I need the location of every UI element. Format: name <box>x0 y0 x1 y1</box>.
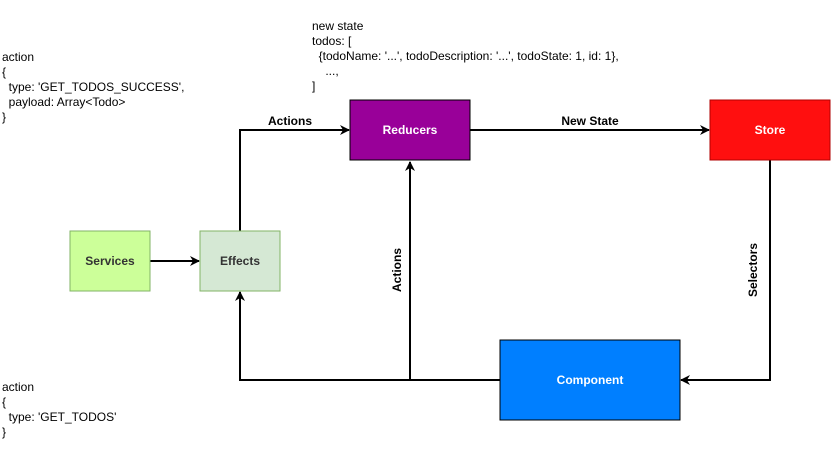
node-services: Services <box>69 230 151 292</box>
node-effects: Effects <box>199 230 281 292</box>
node-store: Store <box>709 99 831 161</box>
edge-component-to-effects <box>235 291 500 381</box>
node-reducers-label: Reducers <box>383 123 438 137</box>
note-get-todos-action: action { type: 'GET_TODOS' } <box>2 380 117 439</box>
node-services-label: Services <box>85 254 135 268</box>
node-reducers: Reducers <box>349 99 471 161</box>
edge-label-selectors: Selectors <box>746 243 760 297</box>
note-get-todos-success-action: action { type: 'GET_TODOS_SUCCESS', payl… <box>2 50 185 124</box>
node-store-label: Store <box>755 123 786 137</box>
edge-effects-to-reducers: Actions <box>239 114 350 231</box>
edge-reducers-to-store: New State <box>470 114 710 135</box>
node-effects-label: Effects <box>220 254 260 268</box>
note-new-state: new state todos: [ {todoName: '...', tod… <box>312 19 619 93</box>
node-component: Component <box>499 339 681 421</box>
edge-store-to-component: Selectors <box>680 160 771 385</box>
edge-label-component-actions: Actions <box>390 248 404 292</box>
edge-component-to-reducers: Actions <box>390 161 415 380</box>
edge-label-effects-actions: Actions <box>268 114 312 128</box>
edge-label-new-state: New State <box>561 114 619 128</box>
node-component-label: Component <box>557 373 624 387</box>
